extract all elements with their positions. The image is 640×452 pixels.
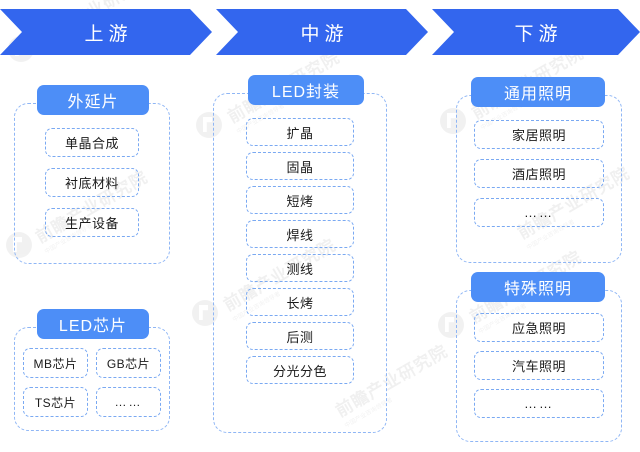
list-item[interactable]: 焊线 [246,220,354,248]
list-item[interactable]: 汽车照明 [474,351,604,380]
list-item[interactable]: TS芯片 [23,387,88,417]
group-title-general-lighting: 通用照明 [471,77,605,107]
list-item[interactable]: 长烤 [246,288,354,316]
group-led-chip[interactable]: LED芯片 MB芯片 GB芯片 TS芯片 …… [14,309,170,431]
stage-label: 中游 [300,23,349,45]
group-title-epitaxial-wafer: 外延片 [37,85,149,115]
list-item[interactable]: 分光分色 [246,356,354,384]
group-items-led-packaging: 扩晶 固晶 短烤 焊线 测线 长烤 后测 分光分色 [214,118,386,384]
group-items-led-chip: MB芯片 GB芯片 TS芯片 …… [23,348,161,417]
list-item[interactable]: 应急照明 [474,313,604,342]
list-item[interactable]: 短烤 [246,186,354,214]
group-title-special-lighting: 特殊照明 [471,272,605,302]
group-special-lighting[interactable]: 特殊照明 应急照明 汽车照明 …… [456,272,622,442]
stage-midstream[interactable]: 中游 [216,9,428,55]
group-items-general-lighting: 家居照明 酒店照明 …… [457,120,621,227]
list-item-ellipsis[interactable]: …… [474,198,604,227]
stage-downstream[interactable]: 下游 [432,9,640,55]
group-epitaxial-wafer[interactable]: 外延片 单晶合成 衬底材料 生产设备 [14,85,170,264]
value-chain-banner: 上游 中游 下游 [0,9,640,55]
group-items-epitaxial-wafer: 单晶合成 衬底材料 生产设备 [15,128,169,237]
list-item[interactable]: 单晶合成 [45,128,139,157]
list-item[interactable]: 生产设备 [45,208,139,237]
stage-label: 下游 [514,23,563,45]
stage-label: 上游 [84,23,133,45]
list-item[interactable]: 测线 [246,254,354,282]
list-item-ellipsis[interactable]: …… [96,387,161,417]
list-item[interactable]: 扩晶 [246,118,354,146]
list-item[interactable]: 衬底材料 [45,168,139,197]
list-item[interactable]: GB芯片 [96,348,161,378]
list-item[interactable]: 酒店照明 [474,159,604,188]
group-items-special-lighting: 应急照明 汽车照明 …… [457,313,621,418]
stage-upstream[interactable]: 上游 [0,9,212,55]
group-general-lighting[interactable]: 通用照明 家居照明 酒店照明 …… [456,77,622,263]
list-item[interactable]: 固晶 [246,152,354,180]
group-title-led-packaging: LED封装 [248,75,364,105]
list-item[interactable]: 后测 [246,322,354,350]
list-item[interactable]: 家居照明 [474,120,604,149]
group-led-packaging[interactable]: LED封装 扩晶 固晶 短烤 焊线 测线 长烤 后测 分光分色 [213,75,387,433]
group-title-led-chip: LED芯片 [37,309,149,339]
list-item-ellipsis[interactable]: …… [474,389,604,418]
list-item[interactable]: MB芯片 [23,348,88,378]
